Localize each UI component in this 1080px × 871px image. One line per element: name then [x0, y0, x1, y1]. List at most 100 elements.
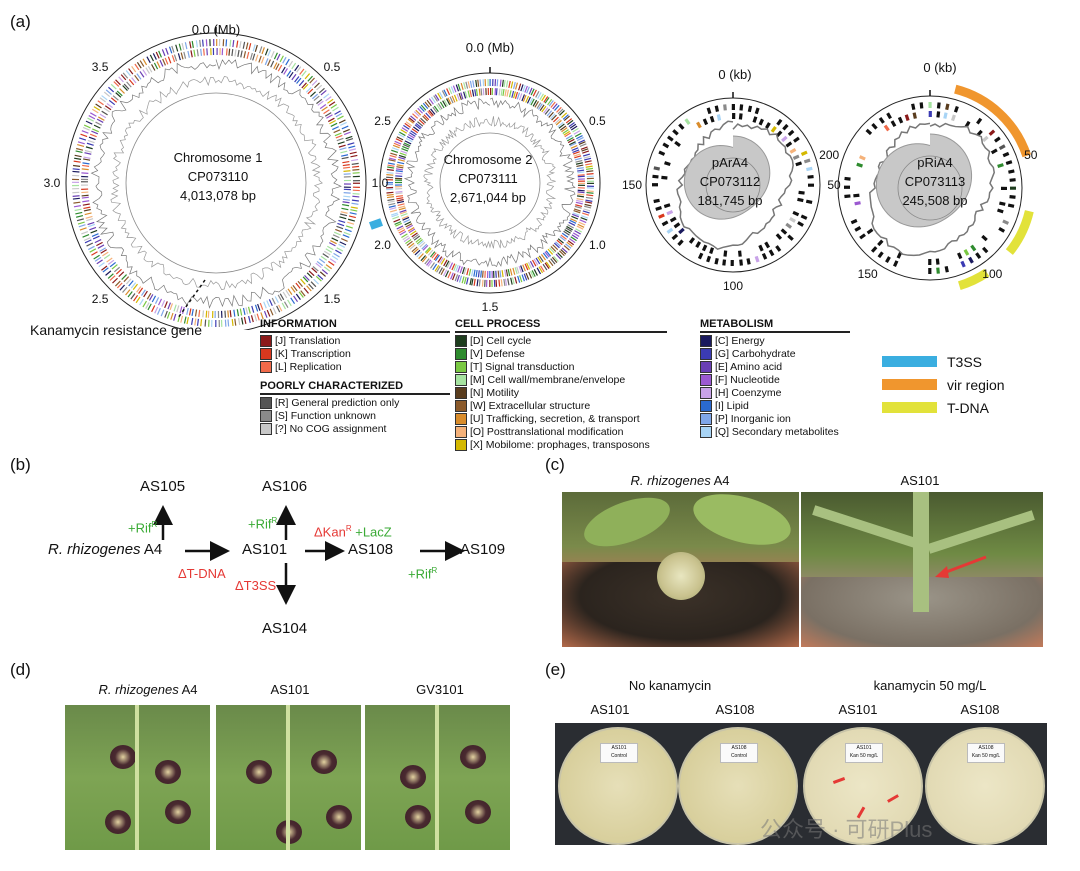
region-label: T3SS [947, 353, 983, 370]
chr2-gene-mark [404, 221, 412, 226]
chr1-gene-mark [91, 233, 99, 238]
chr2-gene-mark [562, 114, 569, 120]
chr2-gene-mark [574, 157, 582, 161]
chr1-gene-mark [331, 255, 339, 261]
chr2-gene-mark [475, 269, 478, 278]
chr1-gene-mark [128, 68, 134, 75]
chr2-gene-mark [390, 212, 398, 216]
chr2-gene-mark [576, 135, 583, 140]
chr2-gene-mark [505, 269, 509, 277]
legend-information-title: INFORMATION [260, 318, 450, 333]
chr2-gene-mark [568, 141, 576, 146]
par-gene-mark [696, 121, 702, 129]
chr2-gene-mark [526, 262, 531, 270]
chr2-gene-mark [570, 125, 578, 131]
par-gene-mark [738, 113, 743, 120]
legend-label: [D] Cell cycle [470, 335, 532, 347]
chr2-gene-mark [565, 118, 573, 124]
chr1-gene-mark [196, 49, 199, 57]
chr1-gene-mark [311, 79, 318, 86]
chr2-gene-mark [431, 252, 437, 259]
root-strain: A4 [140, 541, 163, 558]
lesion-spot [405, 805, 431, 829]
chr1-gene-mark [308, 270, 315, 277]
chr2-gene-mark [386, 196, 395, 199]
chr1-gene-mark [239, 41, 242, 49]
chr2-gene-mark [505, 80, 509, 88]
chr2-gene-mark [419, 106, 425, 112]
chr1-gene-mark [231, 318, 234, 327]
pri-gene-mark [1002, 219, 1010, 225]
chr1-gene-mark [345, 135, 353, 140]
pri-gene-mark [981, 234, 988, 242]
chr1-gene-mark [83, 156, 91, 159]
par-gene-mark [795, 161, 803, 167]
chr2-gene-mark [467, 81, 471, 89]
pri-gene-mark [943, 112, 948, 119]
par-gene-mark [701, 244, 708, 252]
chr1-gene-mark [294, 76, 300, 83]
chr2-gene-mark [459, 266, 463, 274]
chr2-gene-mark [426, 99, 432, 107]
chr1-gene-mark [180, 52, 184, 60]
chr1-gene-mark [264, 58, 269, 66]
chr1-gene-mark [103, 254, 111, 260]
pri-gene-mark [897, 116, 904, 124]
chr1-gene-mark [286, 70, 292, 77]
lesion-spot [246, 760, 272, 784]
pri-gene-mark [945, 103, 950, 111]
chr1-gene-mark [317, 100, 324, 106]
par-gene-mark [765, 122, 771, 129]
chr2-gene-mark [566, 225, 573, 231]
chr1-gene-mark [204, 319, 207, 327]
leaf-midrib [135, 705, 139, 850]
chr1-gene-mark [279, 55, 284, 63]
chr1-gene-mark [179, 306, 183, 314]
chr2-gene-mark [544, 108, 551, 115]
chr1-gene-mark [89, 226, 97, 231]
pri-origin-label: 0 (kb) [923, 60, 957, 75]
chr2-gene-mark [403, 142, 411, 147]
chr1-gene-mark [76, 218, 84, 222]
chr2-gene-mark [572, 151, 580, 155]
chr2-gene-mark [544, 262, 550, 269]
chr2-gene-mark [585, 165, 593, 168]
chr1-origin-label: 0.0 (Mb) [191, 22, 241, 37]
legend-metabolism: METABOLISM [C] Energy[G] Carbohydrate[E]… [700, 318, 850, 439]
pri-gene-mark [997, 163, 1004, 168]
chr1-gene-mark [325, 264, 333, 270]
chr1-gene-mark [343, 170, 351, 172]
chr2-gene-mark [442, 100, 447, 108]
legend-label: [N] Motility [470, 387, 520, 399]
chr2-gene-mark [586, 191, 594, 194]
chr1-gene-mark [225, 48, 228, 56]
chr2-gene-mark [469, 278, 472, 286]
chr1-gene-mark [310, 91, 316, 98]
chr1-gene-mark [275, 63, 280, 71]
chr2-gene-mark [433, 95, 439, 102]
legend-cell-item: [O] Posttranslational modification [455, 426, 667, 439]
chr1-gene-mark [270, 60, 275, 68]
chr1-gene-mark [186, 317, 189, 325]
chr1-gene-mark [313, 95, 320, 102]
chr2-gene-mark [577, 189, 585, 192]
chr2-gene-mark [409, 244, 416, 250]
chr1-gene-mark [138, 287, 144, 294]
pri-gene-mark [997, 208, 1004, 214]
chr2-gene-mark [386, 168, 394, 171]
chr1-gene-mark [229, 310, 232, 318]
chr2-gene-mark [508, 80, 511, 88]
chr2-gene-mark [532, 99, 538, 107]
par-gene-mark [652, 174, 659, 179]
chr2-gene-mark [521, 274, 525, 282]
pri-gene-mark [904, 114, 910, 121]
circos-maps: 0.51.01.52.02.53.03.50.51.01.52.02.55010… [44, 27, 1038, 330]
chr1-gene-mark [99, 97, 106, 103]
chr2-gene-mark [537, 92, 542, 99]
chr2-gene-mark [500, 88, 503, 96]
chr2-size: 2,671,044 bp [450, 190, 526, 205]
chr2-gene-mark [565, 243, 572, 249]
par-gene-mark [673, 222, 681, 229]
panel-d-title-gv3101: GV3101 [416, 682, 464, 697]
